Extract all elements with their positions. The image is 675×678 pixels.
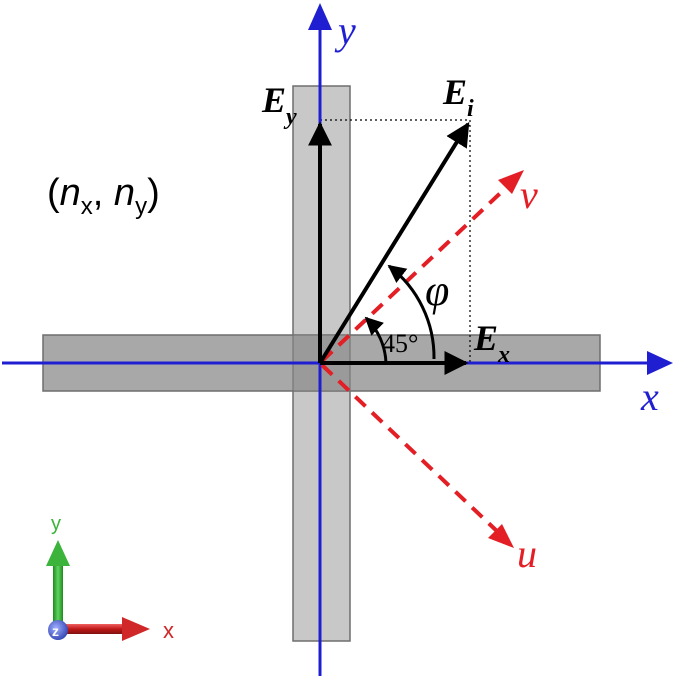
ey-label: Ey (261, 80, 297, 130)
triad-z-origin (48, 620, 68, 640)
x-axis-label: x (640, 374, 659, 419)
xyz-axes-triad-icon: y z x (46, 513, 174, 643)
refractive-index-label: (nx, ny) (47, 172, 160, 220)
ei-label: Ei (442, 72, 474, 122)
triad-x-arrowhead (122, 617, 150, 641)
u-axis-label: u (517, 531, 537, 576)
triad-z-label: z (52, 623, 59, 639)
u-axis-line (320, 363, 502, 536)
u-axis-arrowhead (488, 524, 514, 548)
ei-vector (318, 121, 470, 365)
angle-45-arc (364, 316, 388, 364)
triad-x-shaft (60, 624, 125, 634)
triad-y-shaft (53, 563, 63, 625)
triad-y-label: y (51, 513, 61, 535)
ex-label: Ex (473, 318, 510, 368)
phi-label: φ (425, 266, 449, 315)
triad-x-label: x (163, 618, 174, 643)
y-axis-arrowhead (308, 3, 332, 30)
triad-y-arrowhead (46, 540, 70, 566)
y-axis-label: y (334, 8, 356, 53)
angle-45-label: 45° (382, 329, 418, 358)
x-axis-arrowhead (647, 351, 673, 375)
v-axis-line (320, 182, 512, 363)
v-axis-arrowhead (498, 170, 524, 194)
v-axis-label: v (520, 172, 538, 217)
phi-angle-arc (387, 264, 436, 360)
